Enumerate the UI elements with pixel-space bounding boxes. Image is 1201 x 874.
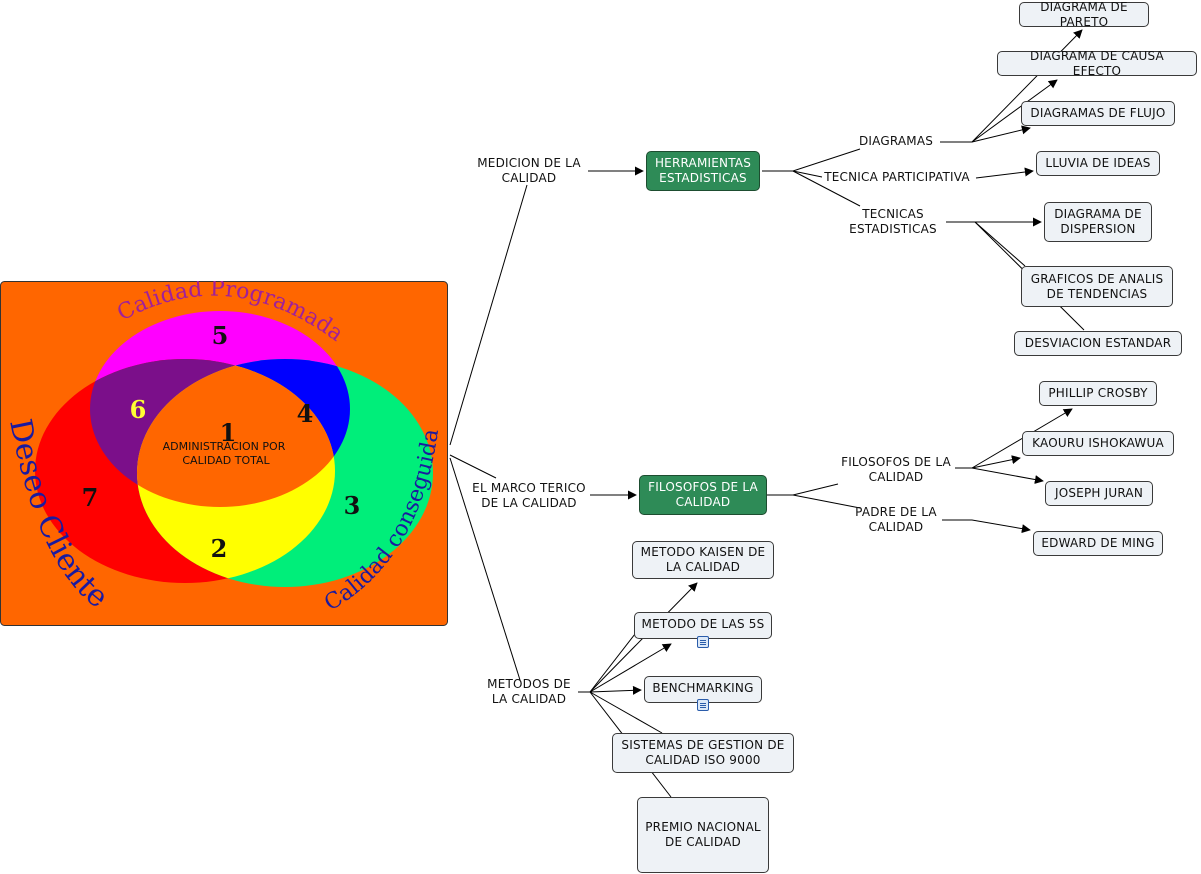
link-5s-left bbox=[589, 633, 636, 693]
link-filo-filosofos bbox=[767, 483, 839, 496]
leaf-flujo[interactable]: DIAGRAMAS DE FLUJO bbox=[1021, 101, 1175, 126]
leaf-kaisen-line2: LA CALIDAD bbox=[665, 560, 741, 574]
venn-center-label-2: CALIDAD TOTAL bbox=[182, 454, 270, 467]
note-icon[interactable] bbox=[697, 699, 709, 711]
leaf-iso-line1: SISTEMAS DE GESTION DE bbox=[621, 738, 785, 752]
link-tec-tendencias bbox=[974, 221, 1026, 267]
link-met-5s bbox=[589, 643, 672, 693]
leaf-premio-label: PREMIO NACIONAL DE CALIDAD bbox=[645, 820, 761, 850]
link-herr-participativa bbox=[792, 170, 823, 178]
leaf-premio[interactable]: PREMIO NACIONAL DE CALIDAD bbox=[637, 797, 769, 873]
leaf-desviacion[interactable]: DESVIACION ESTANDAR bbox=[1014, 331, 1182, 356]
link-filo-padre bbox=[792, 494, 861, 509]
leaf-tendencias[interactable]: GRAFICOS DE ANALIS DE TENDENCIAS bbox=[1021, 266, 1173, 307]
leaf-crosby[interactable]: PHILLIP CROSBY bbox=[1039, 381, 1157, 406]
venn-number-1: 1 bbox=[220, 418, 237, 447]
link-venn-metodos bbox=[449, 457, 521, 681]
venn-number-7: 7 bbox=[82, 483, 99, 512]
leaf-premio-line1: PREMIO NACIONAL bbox=[645, 820, 761, 834]
venn-diagram: Calidad Programada Deseo Cliente Calidad… bbox=[0, 281, 448, 626]
branch-metodos[interactable]: METODOS DE LA CALIDAD bbox=[470, 677, 588, 707]
leaf-dispersion-line1: DIAGRAMA DE bbox=[1054, 207, 1142, 221]
leaf-iso-line2: CALIDAD ISO 9000 bbox=[645, 753, 761, 767]
venn-region-1 bbox=[137, 359, 335, 507]
topic-filosofos-line2: CALIDAD bbox=[868, 470, 924, 484]
hub-filosofos-line2: CALIDAD bbox=[675, 495, 731, 509]
branch-metodos-line1: METODOS DE bbox=[487, 677, 571, 691]
topic-tecnicas-line1: TECNICAS bbox=[862, 207, 924, 221]
topic-padre[interactable]: PADRE DE LA CALIDAD bbox=[846, 505, 946, 535]
link-part-lluvia bbox=[975, 167, 1034, 179]
link-venn-medicion bbox=[449, 184, 528, 446]
leaf-lluvia[interactable]: LLUVIA DE IDEAS bbox=[1036, 151, 1160, 176]
link-herr-diagramas bbox=[762, 148, 861, 172]
link-filo-juran bbox=[971, 467, 1044, 484]
leaf-juran[interactable]: JOSEPH JURAN bbox=[1045, 481, 1153, 506]
leaf-causa-efecto[interactable]: DIAGRAMA DE CAUSA EFECTO bbox=[997, 49, 1197, 78]
leaf-iso-label: SISTEMAS DE GESTION DE CALIDAD ISO 9000 bbox=[621, 738, 784, 768]
leaf-pareto[interactable]: DIAGRAMA DE PARETO bbox=[1019, 0, 1149, 29]
link-diag-pareto bbox=[971, 29, 1083, 143]
branch-metodos-line2: LA CALIDAD bbox=[491, 692, 567, 706]
leaf-dispersion-line2: DISPERSION bbox=[1060, 222, 1136, 236]
venn-center-label-1: ADMINISTRACION POR bbox=[163, 440, 286, 453]
branch-marco[interactable]: EL MARCO TERICO DE LA CALIDAD bbox=[462, 481, 596, 511]
leaf-kaisen[interactable]: METODO KAISEN DE LA CALIDAD bbox=[632, 541, 774, 579]
topic-tecnicas-line2: ESTADISTICAS bbox=[849, 222, 937, 236]
venn-number-2: 2 bbox=[211, 534, 228, 563]
branch-medicion-line1: MEDICION DE LA bbox=[477, 156, 581, 170]
leaf-kaisen-line1: METODO KAISEN DE bbox=[640, 545, 766, 559]
topic-tecnica-participativa[interactable]: TECNICA PARTICIPATIVA bbox=[824, 170, 970, 184]
hub-filosofos[interactable]: FILOSOFOS DE LA CALIDAD bbox=[639, 475, 767, 515]
link-venn-marco bbox=[449, 454, 497, 479]
topic-padre-line1: PADRE DE LA bbox=[855, 505, 937, 519]
leaf-ishikawa[interactable]: KAOURU ISHOKAWUA bbox=[1022, 431, 1174, 456]
leaf-deming[interactable]: EDWARD DE MING bbox=[1033, 531, 1163, 556]
venn-number-4: 4 bbox=[297, 399, 314, 428]
leaf-premio-line2: DE CALIDAD bbox=[665, 835, 741, 849]
link-met-bench bbox=[589, 685, 642, 695]
hub-filosofos-line1: FILOSOFOS DE LA bbox=[648, 480, 758, 494]
leaf-dispersion[interactable]: DIAGRAMA DE DISPERSION bbox=[1044, 202, 1152, 242]
link-filo-ishikawa bbox=[971, 455, 1021, 469]
venn-number-3: 3 bbox=[344, 491, 361, 520]
branch-medicion[interactable]: MEDICION DE LA CALIDAD bbox=[462, 156, 596, 186]
leaf-tendencias-line1: GRAFICOS DE ANALIS bbox=[1030, 271, 1164, 286]
topic-diagramas[interactable]: DIAGRAMAS bbox=[858, 134, 934, 148]
hub-herramientas-line2: ESTADISTICAS bbox=[659, 171, 747, 185]
link-met-iso bbox=[589, 691, 663, 734]
hub-herramientas-label: HERRAMIENTAS ESTADISTICAS bbox=[655, 156, 751, 186]
link-padre-deming bbox=[942, 519, 1031, 534]
branch-marco-line2: DE LA CALIDAD bbox=[481, 496, 577, 510]
hub-filosofos-label: FILOSOFOS DE LA CALIDAD bbox=[648, 480, 758, 510]
leaf-dispersion-label: DIAGRAMA DE DISPERSION bbox=[1054, 207, 1142, 237]
branch-medicion-line2: CALIDAD bbox=[501, 171, 557, 185]
leaf-iso[interactable]: SISTEMAS DE GESTION DE CALIDAD ISO 9000 bbox=[612, 733, 794, 773]
topic-tecnicas-estadisticas[interactable]: TECNICAS ESTADISTICAS bbox=[838, 207, 948, 237]
link-herr-tecnicas bbox=[792, 170, 861, 207]
venn-number-5: 5 bbox=[212, 321, 229, 350]
leaf-tendencias-line2: DE TENDENCIAS bbox=[1046, 286, 1148, 301]
leaf-5s[interactable]: METODO DE LAS 5S bbox=[634, 612, 772, 639]
leaf-kaisen-label: METODO KAISEN DE LA CALIDAD bbox=[641, 545, 766, 575]
topic-filosofos-line1: FILOSOFOS DE LA bbox=[841, 455, 951, 469]
hub-herramientas[interactable]: HERRAMIENTAS ESTADISTICAS bbox=[646, 151, 760, 191]
link-diag-causa bbox=[971, 79, 1058, 143]
venn-number-6: 6 bbox=[130, 395, 147, 424]
topic-padre-line2: CALIDAD bbox=[868, 520, 924, 534]
note-icon[interactable] bbox=[697, 636, 709, 648]
branch-marco-line1: EL MARCO TERICO bbox=[472, 481, 586, 495]
topic-filosofos[interactable]: FILOSOFOS DE LA CALIDAD bbox=[832, 455, 960, 485]
leaf-benchmarking[interactable]: BENCHMARKING bbox=[644, 676, 762, 703]
hub-herramientas-line1: HERRAMIENTAS bbox=[654, 156, 752, 170]
leaf-tendencias-label: GRAFICOS DE ANALIS DE TENDENCIAS bbox=[1031, 272, 1164, 302]
link-diag-flujo bbox=[971, 125, 1031, 143]
